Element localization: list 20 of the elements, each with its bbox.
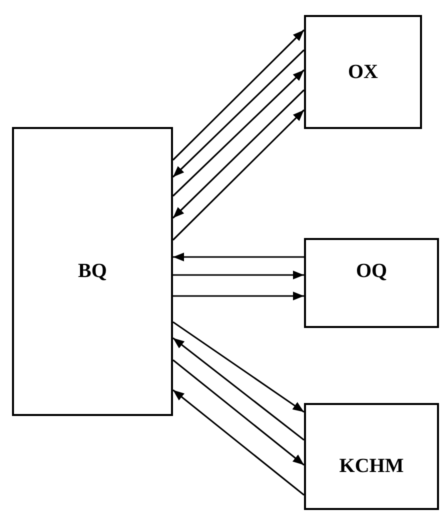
process-box: [304, 403, 439, 510]
box-label: KCHM: [339, 455, 404, 478]
arrow: [173, 270, 304, 280]
arrow: [172, 29, 305, 161]
arrow: [172, 321, 304, 413]
arrow: [172, 49, 305, 178]
box-label: OX: [348, 60, 378, 84]
arrow: [172, 69, 305, 197]
process-box: [304, 15, 422, 129]
arrow: [172, 337, 304, 441]
arrow: [173, 292, 304, 300]
process-box: [12, 127, 173, 416]
arrow: [173, 252, 304, 262]
arrow: [172, 89, 305, 219]
arrow: [172, 359, 304, 466]
arrow: [172, 109, 305, 241]
box-label: OQ: [356, 260, 388, 282]
arrow: [172, 389, 304, 496]
process-box: [304, 238, 439, 328]
box-label: BQ: [78, 260, 107, 283]
